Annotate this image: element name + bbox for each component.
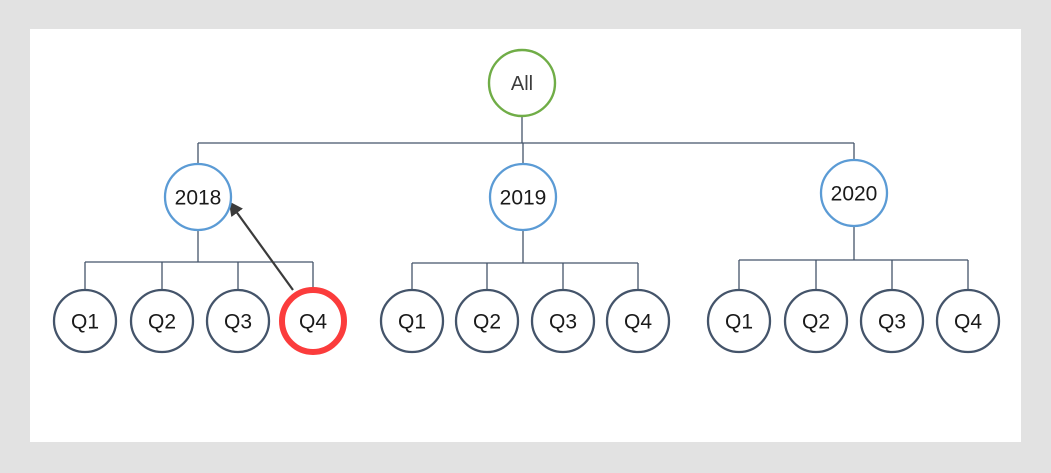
node-label-2019-q2: Q2: [473, 310, 501, 333]
node-circle-2020[interactable]: [819, 158, 889, 228]
node-circle-all[interactable]: [487, 48, 557, 118]
node-label-2018-q3: Q3: [224, 310, 252, 333]
node-2019-q3[interactable]: Q3: [530, 288, 596, 354]
node-2019[interactable]: 2019: [488, 162, 558, 232]
node-circle-2018-q1[interactable]: [52, 288, 118, 354]
node-2018-q1[interactable]: Q1: [52, 288, 118, 354]
node-2020-q1[interactable]: Q1: [706, 288, 772, 354]
node-label-2018-q2: Q2: [148, 310, 176, 333]
node-2020[interactable]: 2020: [819, 158, 889, 228]
node-circle-2020-q4[interactable]: [935, 288, 1001, 354]
node-circle-2019-q1[interactable]: [379, 288, 445, 354]
node-circle-2019-q3[interactable]: [530, 288, 596, 354]
node-label-2020-q3: Q3: [878, 310, 906, 333]
node-circle-2020-q1[interactable]: [706, 288, 772, 354]
node-2020-q3[interactable]: Q3: [859, 288, 925, 354]
node-label-2018-q4: Q4: [299, 310, 327, 333]
node-2018[interactable]: 2018: [163, 162, 233, 232]
node-2020-q2[interactable]: Q2: [783, 288, 849, 354]
node-circle-2020-q3[interactable]: [859, 288, 925, 354]
node-2019-q1[interactable]: Q1: [379, 288, 445, 354]
node-circle-2019-q2[interactable]: [454, 288, 520, 354]
node-label-2019: 2019: [500, 186, 547, 209]
node-circle-2019[interactable]: [488, 162, 558, 232]
node-label-2020: 2020: [831, 182, 878, 205]
annotation-arrow-2018-q4-to-2018: [228, 201, 294, 291]
node-circle-2018-q3[interactable]: [205, 288, 271, 354]
node-all[interactable]: All: [487, 48, 557, 118]
node-label-2020-q1: Q1: [725, 310, 753, 333]
node-circle-2018-q4[interactable]: [279, 287, 347, 355]
node-2018-q4[interactable]: Q4: [279, 287, 347, 355]
node-label-2018-q1: Q1: [71, 310, 99, 333]
node-label-2020-q4: Q4: [954, 310, 982, 333]
node-2018-q3[interactable]: Q3: [205, 288, 271, 354]
node-label-all: All: [511, 73, 533, 95]
node-2019-q4[interactable]: Q4: [605, 288, 671, 354]
node-circle-2018-q2[interactable]: [129, 288, 195, 354]
node-circle-2018[interactable]: [163, 162, 233, 232]
node-label-2020-q2: Q2: [802, 310, 830, 333]
node-2020-q4[interactable]: Q4: [935, 288, 1001, 354]
node-label-2019-q3: Q3: [549, 310, 577, 333]
node-circle-2019-q4[interactable]: [605, 288, 671, 354]
node-label-2019-q1: Q1: [398, 310, 426, 333]
node-label-2019-q4: Q4: [624, 310, 652, 333]
node-2019-q2[interactable]: Q2: [454, 288, 520, 354]
node-2018-q2[interactable]: Q2: [129, 288, 195, 354]
node-circle-2020-q2[interactable]: [783, 288, 849, 354]
node-label-2018: 2018: [175, 186, 222, 209]
